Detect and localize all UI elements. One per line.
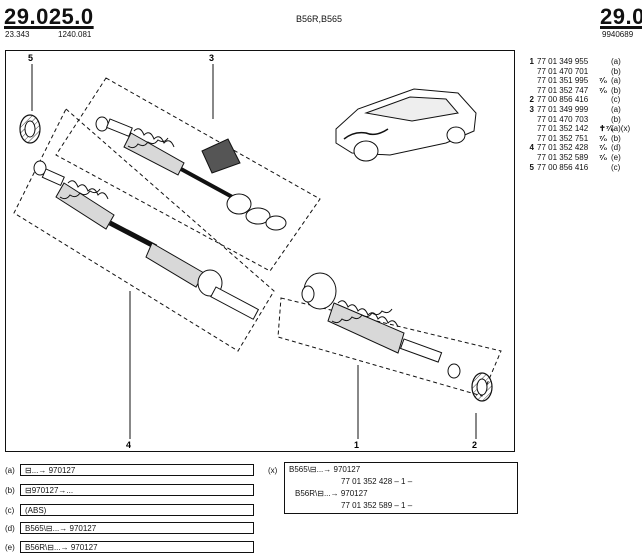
ref-left: 23.343 <box>5 30 30 39</box>
x-note-line-4: 77 01 352 589 – 1 – <box>341 501 413 510</box>
abs-ring-2 <box>471 372 493 402</box>
parts-row: 77 01 470 703(b) <box>537 114 621 124</box>
drive-shaft-1 <box>301 272 461 379</box>
grease-packet <box>201 138 241 174</box>
condition-box-a: ⊟...→ 970127 <box>20 464 254 476</box>
abs-ring-5 <box>19 114 41 144</box>
drive-shaft-3 <box>95 116 287 231</box>
condition-box-d: B565\⊟...→ 970127 <box>20 522 254 534</box>
next-ref: 9940689 <box>602 30 634 39</box>
page-title: B56R,B565 <box>296 14 343 24</box>
group-box-middle <box>13 108 275 352</box>
exploded-drive-shaft-diagram: 5 3 4 1 2 <box>13 53 502 450</box>
callout-4: 4 <box>126 440 131 450</box>
next-page-number: 29.0 <box>600 4 642 29</box>
condition-box-b: ⊟970127→... <box>20 484 254 496</box>
diagram-frame: 5 3 4 1 2 <box>5 50 515 452</box>
callout-5: 5 <box>28 53 33 63</box>
condition-label-d: (d) <box>5 524 15 533</box>
condition-label-a: (a) <box>5 466 15 475</box>
callout-3: 3 <box>209 53 214 63</box>
callout-2: 2 <box>472 440 477 450</box>
car-illustration <box>335 88 477 162</box>
x-note-line-1: B565\⊟...→ 970127 <box>289 465 361 474</box>
parts-row: 77 01 470 701(b) <box>537 66 621 76</box>
group-box-upper <box>55 77 321 272</box>
parts-row: 77 01 352 142✝⁷⁄₀(a)(x) <box>537 124 631 134</box>
drive-shaft-4 <box>33 160 260 320</box>
condition-label-e: (e) <box>5 543 15 552</box>
x-note-line-3: B56R\⊟...→ 970127 <box>295 489 368 498</box>
page-number: 29.025.0 <box>4 4 94 29</box>
ref-right: 1240.081 <box>58 30 92 39</box>
callout-1: 1 <box>354 440 359 450</box>
condition-box-e: B56R\⊟...→ 970127 <box>20 541 254 553</box>
condition-label-b: (b) <box>5 486 15 495</box>
x-note-line-2: 77 01 352 428 – 1 – <box>341 477 413 486</box>
x-note-box: B565\⊟...→ 970127 77 01 352 428 – 1 – B5… <box>284 462 518 514</box>
x-note-label: (x) <box>268 466 278 475</box>
condition-label-c: (c) <box>5 506 15 515</box>
condition-box-c: (ABS) <box>20 504 254 516</box>
